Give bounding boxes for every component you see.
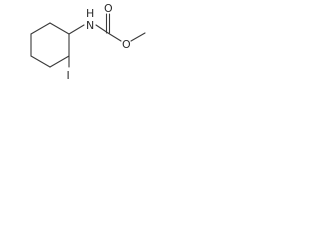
structure-canvas: N H I O O <box>0 0 177 99</box>
nitrogen-atom-label: N <box>86 19 94 32</box>
iodine-atom-label: I <box>67 69 70 82</box>
cyclohexane-ring <box>30 22 70 68</box>
hydrogen-atom-label: H <box>86 7 94 20</box>
methoxy-bond <box>130 32 146 42</box>
molecule-diagram: N H I O O <box>30 2 146 82</box>
ring-bond-6 <box>30 22 51 35</box>
ring-bond-3 <box>49 55 70 68</box>
carbonyl-double-bond <box>105 13 111 34</box>
carbon-nitrogen-bond <box>68 24 85 35</box>
carbonyl-oxygen-label: O <box>104 2 113 15</box>
ring-bond-1 <box>49 22 70 35</box>
carbonyl-ester-oxygen-bond <box>107 32 122 42</box>
ring-bond-4 <box>30 55 51 68</box>
ester-oxygen-label: O <box>122 38 131 51</box>
